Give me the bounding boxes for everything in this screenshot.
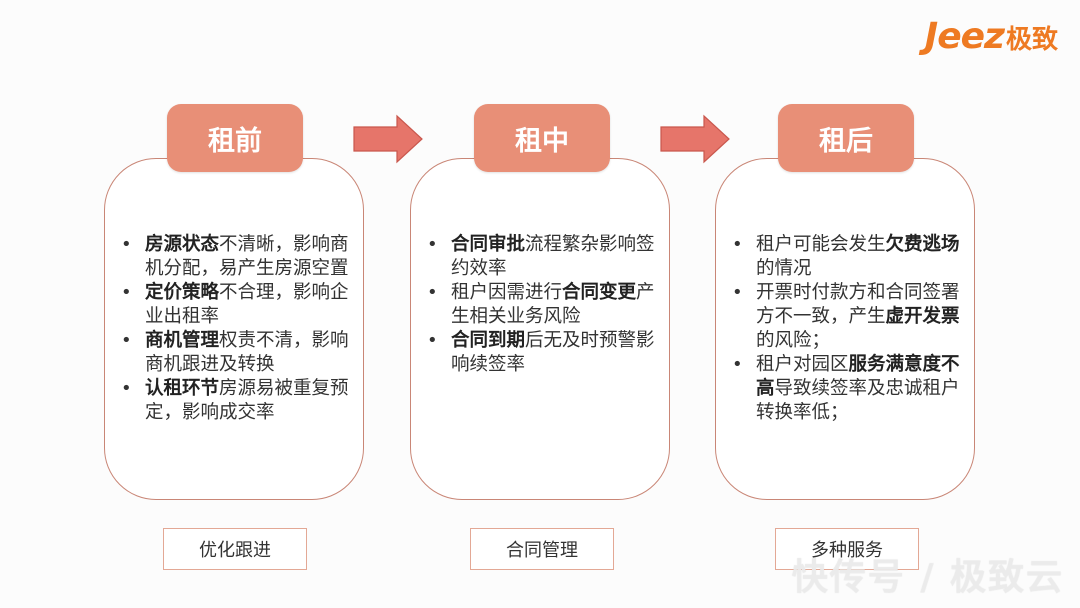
bullet-emphasis: 合同变更 [562, 282, 637, 303]
bullet-text: 租户对园区 [756, 354, 849, 375]
bullet-text: 后无及时预警影响续签率 [451, 330, 655, 375]
stage-card-post-lease: 租户可能会发生欠费逃场的情况开票时付款方和合同签署方不一致，产生虚开发票的风险；… [715, 158, 975, 500]
bullet-item: 商机管理权责不清，影响商机跟进及转换 [121, 329, 351, 377]
bullet-item: 租户对园区服务满意度不高导致续签率及忠诚租户转换率低； [732, 353, 962, 425]
tag-optimize-followup: 优化跟进 [163, 528, 307, 570]
bullet-text: 房源易被重复预定，影响成交率 [145, 378, 349, 423]
right-arrow-icon [353, 114, 423, 164]
stage-title-pre-lease: 租前 [167, 104, 303, 172]
tag-contract-management: 合同管理 [470, 528, 614, 570]
bullet-text: 流程繁杂影响签约效率 [451, 234, 655, 279]
bullet-emphasis: 欠费逃场 [885, 234, 960, 255]
bullet-text: 租户可能会发生 [756, 234, 886, 255]
bullet-emphasis: 认租环节 [145, 378, 220, 399]
bullet-text: 的情况 [756, 258, 812, 279]
bullet-list: 合同审批流程繁杂影响签约效率租户因需进行合同变更产生相关业务风险合同到期后无及时… [427, 233, 657, 377]
bullet-text: 产生相关业务风险 [451, 282, 655, 327]
logo-cjk-text: 极致 [1005, 25, 1058, 55]
jeez-logo: Jeez 极致 [925, 16, 1058, 57]
bullet-text: 的风险； [756, 330, 831, 351]
bullet-item: 租户可能会发生欠费逃场的情况 [732, 233, 962, 281]
stage-title-mid-lease: 租中 [474, 104, 610, 172]
logo-latin-text: Jeez [924, 16, 1005, 57]
stage-card-mid-lease: 合同审批流程繁杂影响签约效率租户因需进行合同变更产生相关业务风险合同到期后无及时… [410, 158, 670, 500]
bullet-emphasis: 房源状态 [145, 234, 220, 255]
bullet-item: 房源状态不清晰，影响商机分配，易产生房源空置 [121, 233, 351, 281]
bullet-emphasis: 服务满意度不高 [756, 354, 960, 399]
bullet-text: 导致续签率及忠诚租户转换率低； [756, 378, 960, 423]
bullet-item: 合同到期后无及时预警影响续签率 [427, 329, 657, 377]
stage-card-pre-lease: 房源状态不清晰，影响商机分配，易产生房源空置定价策略不合理，影响企业出租率商机管… [104, 158, 364, 500]
bullet-text: 不清晰，影响商机分配，易产生房源空置 [145, 234, 349, 279]
bullet-item: 合同审批流程繁杂影响签约效率 [427, 233, 657, 281]
bullet-emphasis: 定价策略 [145, 282, 220, 303]
stage-title-post-lease: 租后 [778, 104, 914, 172]
bullet-list: 房源状态不清晰，影响商机分配，易产生房源空置定价策略不合理，影响企业出租率商机管… [121, 233, 351, 425]
watermark-text: 快传号 / 极致云 [791, 557, 1064, 598]
bullet-emphasis: 商机管理 [145, 330, 220, 351]
bullet-text: 租户因需进行 [451, 282, 563, 303]
right-arrow-icon [660, 114, 730, 164]
bullet-item: 定价策略不合理，影响企业出租率 [121, 281, 351, 329]
bullet-emphasis: 虚开发票 [885, 306, 960, 327]
tag-multiple-services: 多种服务 [775, 528, 919, 570]
bullet-item: 租户因需进行合同变更产生相关业务风险 [427, 281, 657, 329]
bullet-emphasis: 合同到期 [451, 330, 526, 351]
bullet-text: 开票时付款方和合同签署方不一致，产生 [756, 282, 960, 327]
bullet-emphasis: 合同审批 [451, 234, 526, 255]
bullet-item: 认租环节房源易被重复预定，影响成交率 [121, 377, 351, 425]
bullet-list: 租户可能会发生欠费逃场的情况开票时付款方和合同签署方不一致，产生虚开发票的风险；… [732, 233, 962, 425]
bullet-text: 不合理，影响企业出租率 [145, 282, 349, 327]
bullet-text: 权责不清，影响商机跟进及转换 [145, 330, 349, 375]
bullet-item: 开票时付款方和合同签署方不一致，产生虚开发票的风险； [732, 281, 962, 353]
